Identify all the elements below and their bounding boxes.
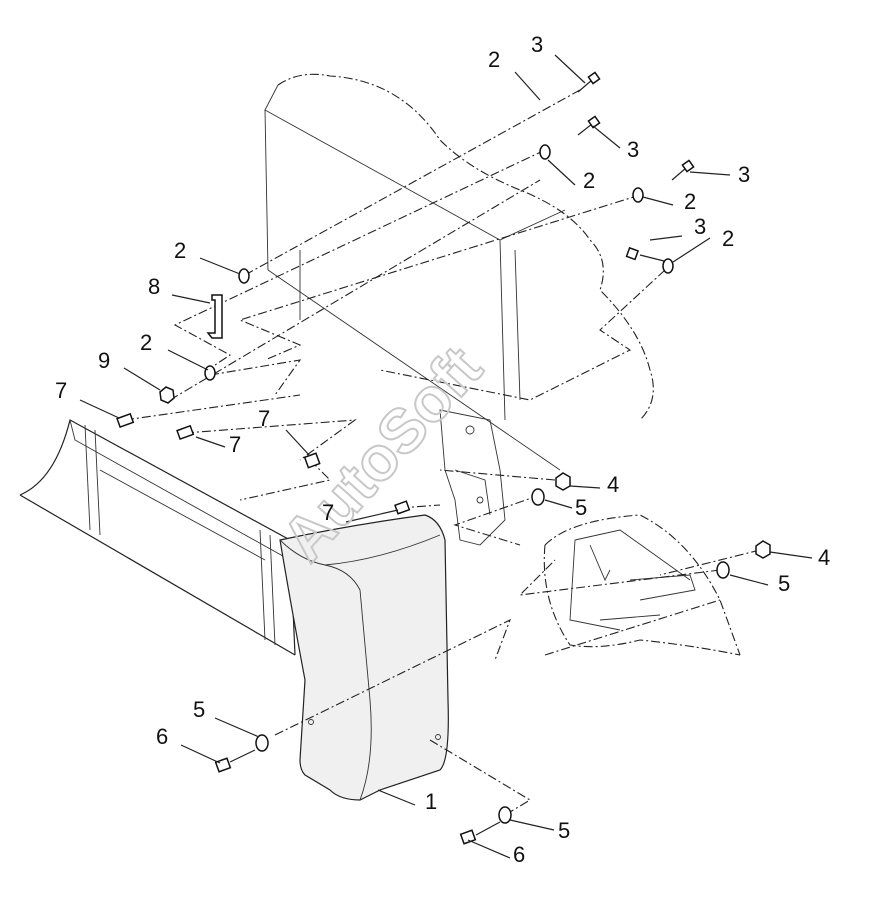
callout-label: 2 — [722, 226, 734, 251]
callout-label: 6 — [156, 724, 168, 749]
callout-label: 3 — [738, 162, 750, 187]
washer-icon — [204, 365, 216, 381]
callout-labels: 1 2 2 2 2 2 2 3 3 3 3 4 4 5 5 5 5 6 6 7 … — [55, 32, 830, 867]
assembly-lines — [124, 89, 761, 816]
washer-icon — [238, 268, 250, 284]
frame-section — [543, 514, 741, 656]
callout-label: 2 — [174, 238, 186, 263]
pin-icon — [394, 500, 411, 515]
callout-label: 2 — [488, 47, 500, 72]
callout-label: 5 — [558, 818, 570, 843]
washer-icon — [255, 734, 269, 752]
pin-icon — [176, 424, 195, 441]
callout-label: 5 — [778, 571, 790, 596]
washer-icon — [632, 187, 644, 203]
washer-icon — [498, 806, 512, 824]
callout-label: 3 — [694, 214, 706, 239]
grille-panel — [19, 419, 296, 656]
bolt-icon — [459, 821, 501, 845]
callout-label: 7 — [229, 432, 241, 457]
pin-icon — [303, 452, 321, 469]
washer-icon — [716, 561, 730, 579]
leader-lines — [79, 54, 813, 859]
callout-label: 9 — [98, 348, 110, 373]
side-panel-part-1 — [279, 514, 449, 801]
hardware — [116, 71, 771, 845]
callout-label: 7 — [55, 378, 67, 403]
callout-label: 7 — [322, 500, 334, 525]
callout-label: 5 — [193, 697, 205, 722]
washer-icon — [539, 144, 551, 160]
shroud-assembly-outline — [264, 73, 654, 471]
clip-bracket-icon — [206, 294, 223, 339]
nut-icon — [159, 386, 175, 404]
bolt-icon — [671, 159, 695, 181]
bolt-icon — [214, 749, 256, 773]
callout-label: 3 — [627, 137, 639, 162]
callout-label: 3 — [531, 32, 543, 57]
washer-icon — [662, 258, 674, 274]
callout-label: 2 — [583, 168, 595, 193]
callout-label: 2 — [684, 189, 696, 214]
pin-icon — [116, 412, 135, 429]
nut-icon — [755, 540, 771, 559]
callout-label: 8 — [148, 274, 160, 299]
bolt-icon — [577, 71, 601, 93]
callout-label: 4 — [607, 472, 619, 497]
callout-label: 1 — [425, 789, 437, 814]
bolt-icon — [625, 246, 669, 263]
nut-icon — [555, 472, 571, 491]
callout-label: 7 — [258, 406, 270, 431]
bolt-icon — [577, 115, 601, 136]
mounting-bracket — [439, 409, 506, 546]
callout-label: 6 — [513, 842, 525, 867]
washer-icon — [531, 488, 545, 506]
callout-label: 4 — [818, 545, 830, 570]
callout-label: 5 — [575, 495, 587, 520]
callout-label: 2 — [140, 330, 152, 355]
